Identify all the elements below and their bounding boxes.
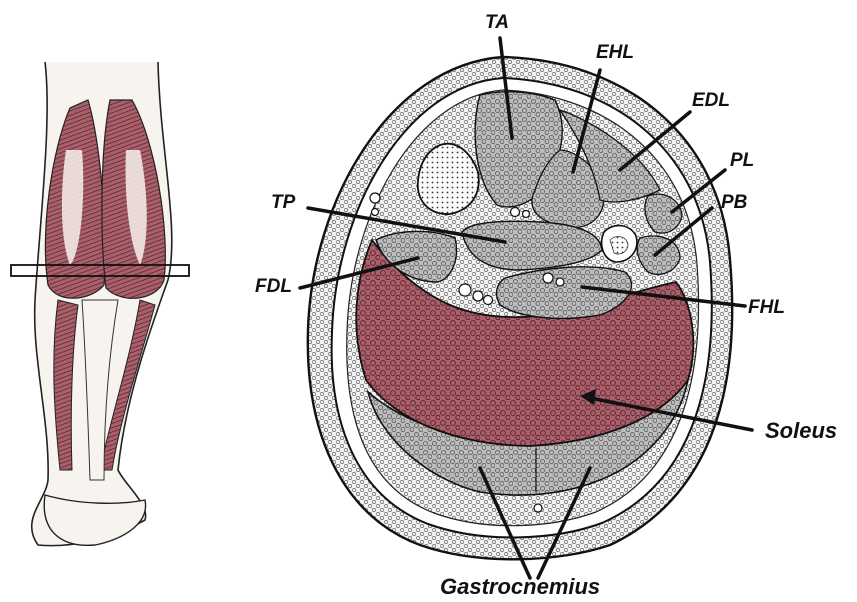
label-fhl: FHL <box>748 297 785 319</box>
label-pl: PL <box>730 150 754 172</box>
label-pb: PB <box>721 192 747 214</box>
label-gastrocnemius: Gastrocnemius <box>440 574 600 600</box>
label-edl: EDL <box>692 90 730 112</box>
label-ehl: EHL <box>596 42 634 64</box>
label-tp: TP <box>271 192 295 214</box>
label-ta: TA <box>485 12 509 34</box>
label-fdl: FDL <box>255 276 292 298</box>
fhl-section <box>497 267 632 319</box>
leg-posterior-view <box>11 62 189 546</box>
label-soleus: Soleus <box>765 418 837 444</box>
leg-cross-section <box>300 38 752 578</box>
heel <box>44 495 145 545</box>
